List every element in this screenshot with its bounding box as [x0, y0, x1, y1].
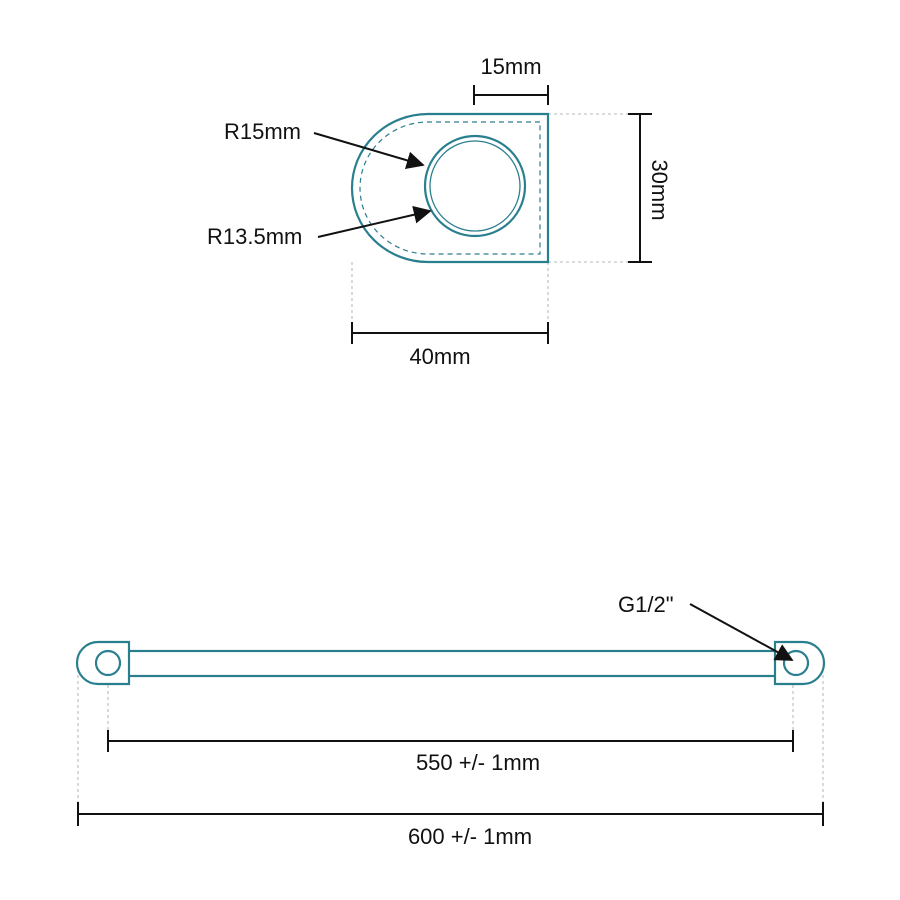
radius-r15-label: R15mm: [224, 119, 301, 144]
dimension-40mm-label: 40mm: [409, 344, 470, 369]
thread-leader: [689, 603, 794, 661]
bore-outer-circle: [423, 134, 527, 238]
rail-bar: [126, 649, 778, 678]
left-end-bore: [94, 649, 122, 677]
bracket-inner-dashed-outline: [359, 121, 541, 255]
radius-r13-5-leader: [317, 205, 432, 238]
dimension-15mm-label: 15mm: [480, 54, 541, 79]
dimension-550-label: 550 +/- 1mm: [416, 750, 540, 775]
bore-inner-circle: [429, 140, 521, 232]
radius-r15-leader: [313, 132, 425, 170]
right-end-bore: [782, 649, 810, 677]
dimension-30mm-label: 30mm: [647, 159, 672, 220]
dimension-600-label: 600 +/- 1mm: [408, 824, 532, 849]
radius-r13-5-label: R13.5mm: [207, 224, 302, 249]
thread-label: G1/2": [618, 592, 674, 617]
rail-bar-view: G1/2" 550 +/- 1mm 600 +/- 1mm: [75, 592, 826, 849]
end-bracket-detail: 15mm 30mm 40mm R15mm R13.5mm: [207, 54, 672, 369]
